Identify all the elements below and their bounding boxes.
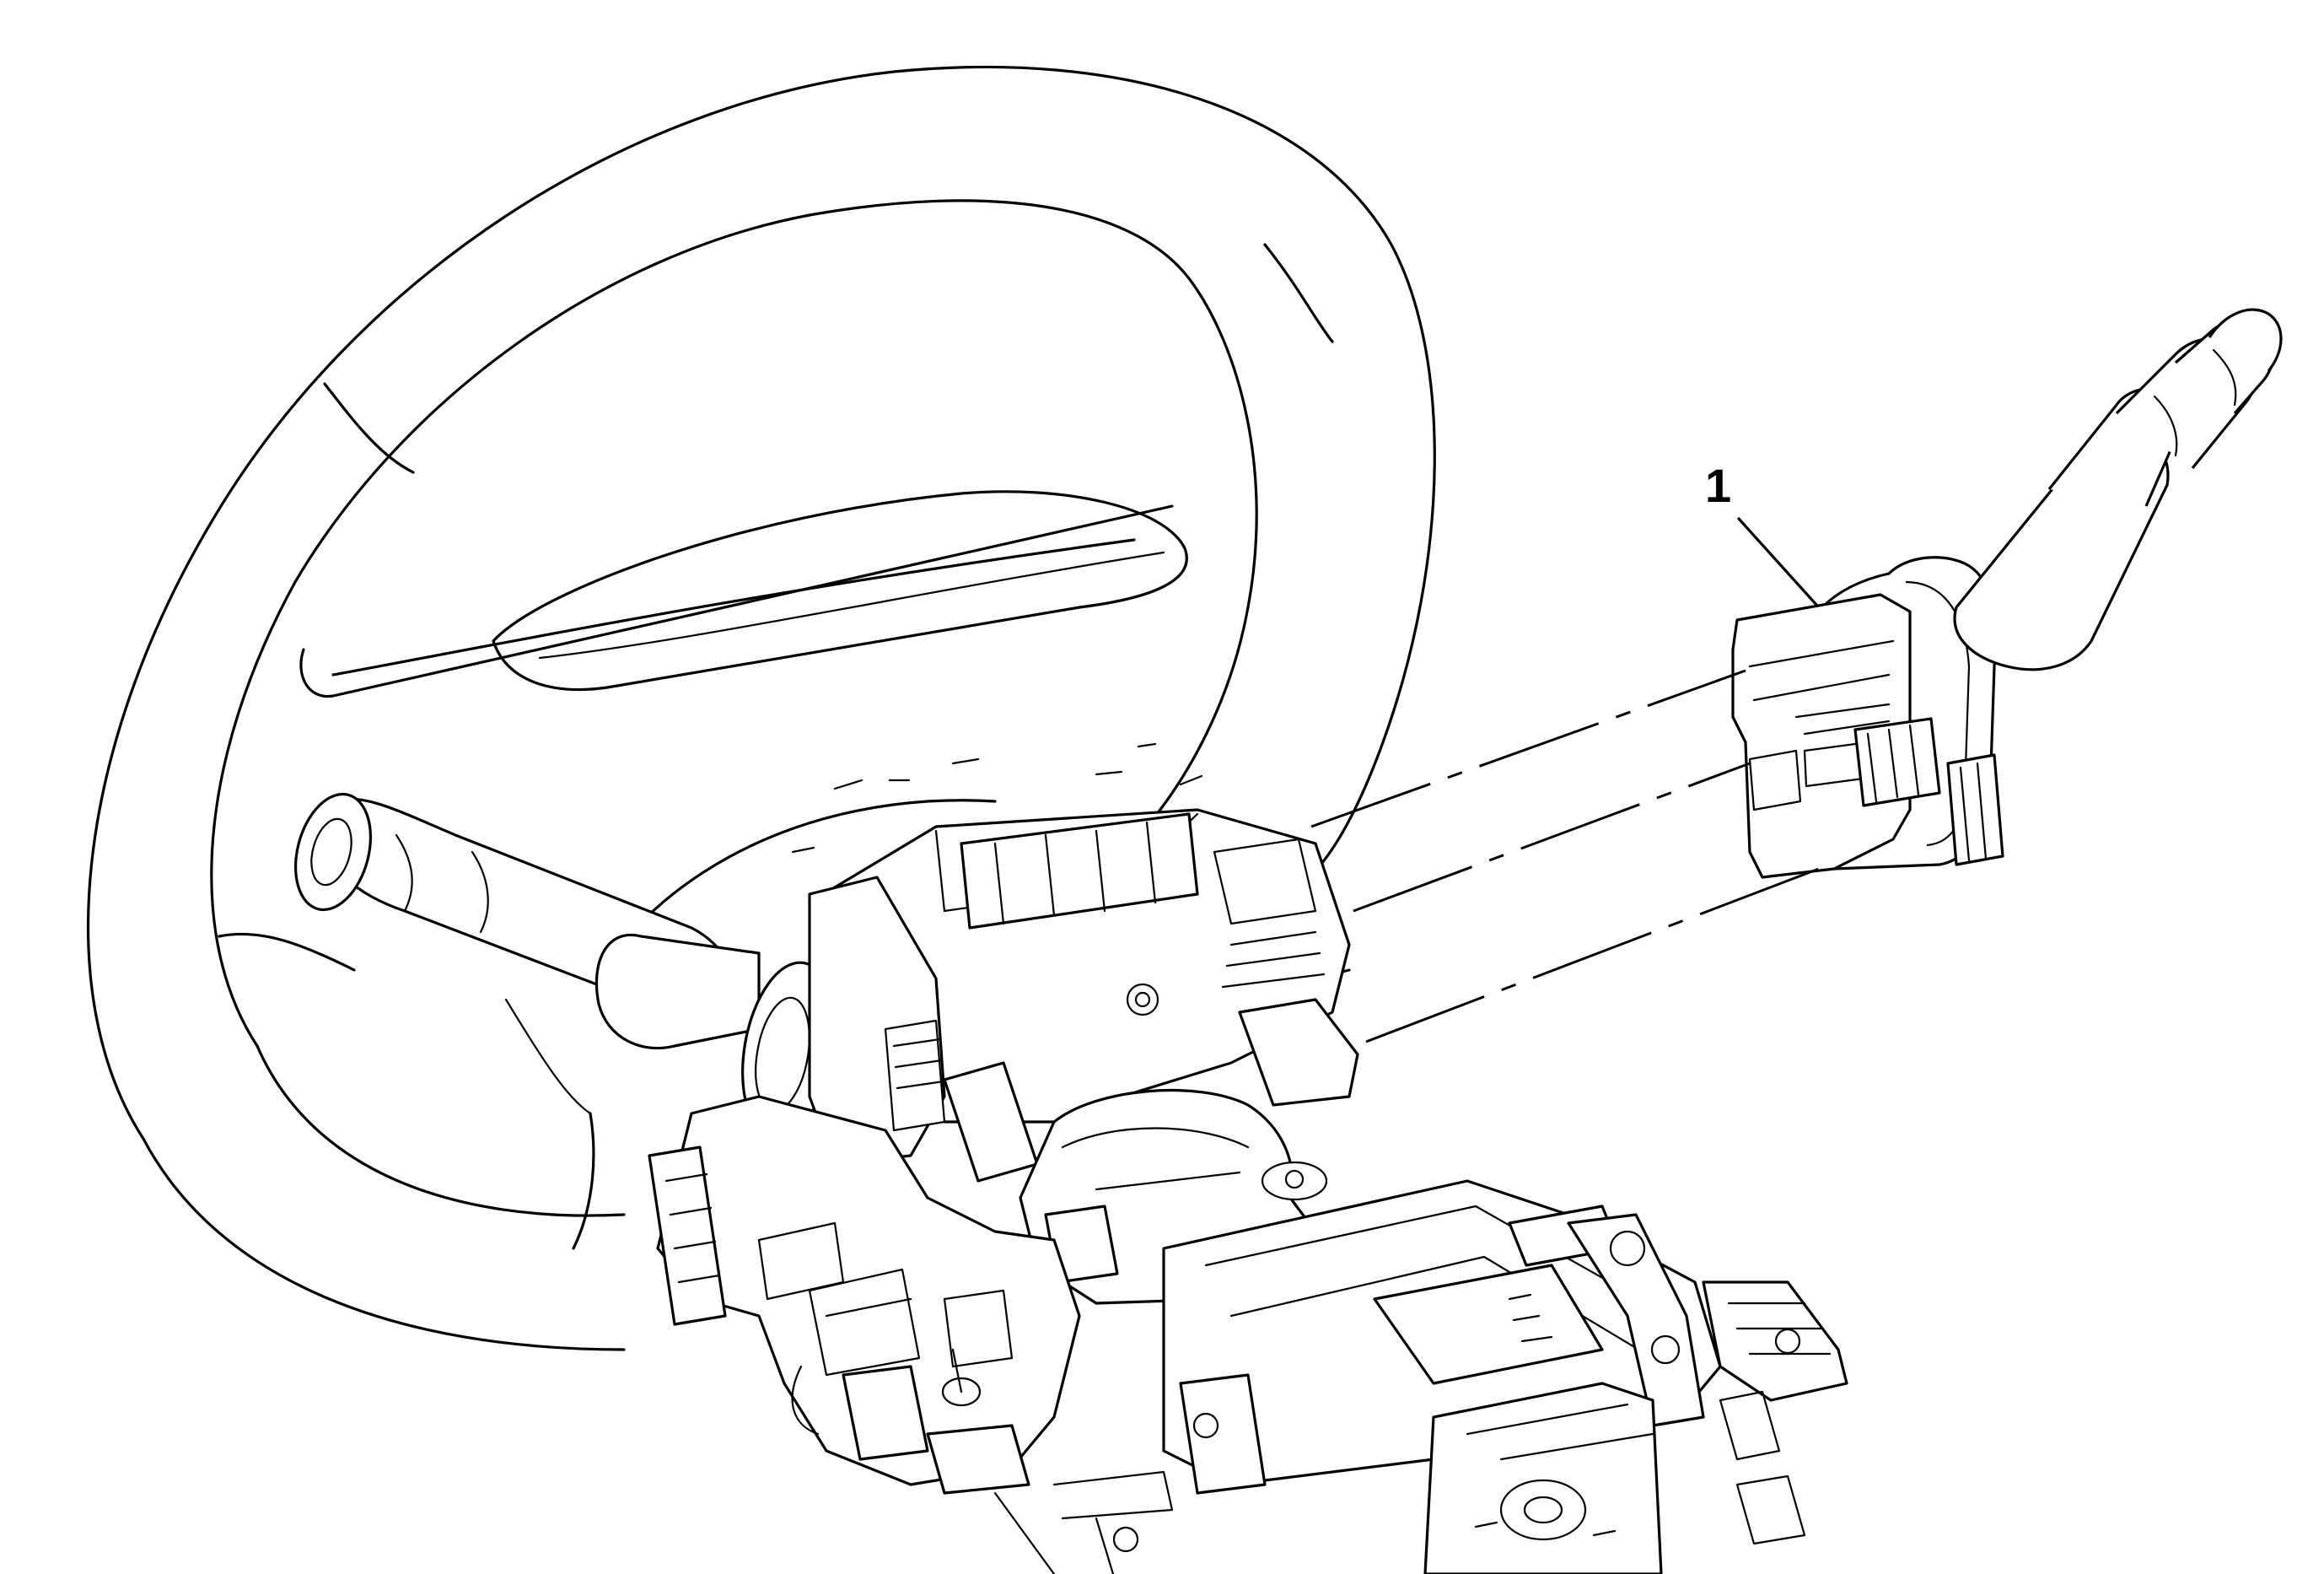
- lock-housing: [648, 1095, 1174, 1574]
- right-lever: [1953, 308, 2283, 671]
- callout-number-1: 1: [1705, 459, 1732, 512]
- multifunction-switch: [1731, 556, 2004, 879]
- steering-column-lower: [1019, 1088, 1848, 1574]
- steering-wheel: [87, 65, 1436, 1351]
- left-lever: [293, 792, 836, 1140]
- callout-leader-1: [1737, 517, 1819, 607]
- column-housing: [808, 808, 1359, 1124]
